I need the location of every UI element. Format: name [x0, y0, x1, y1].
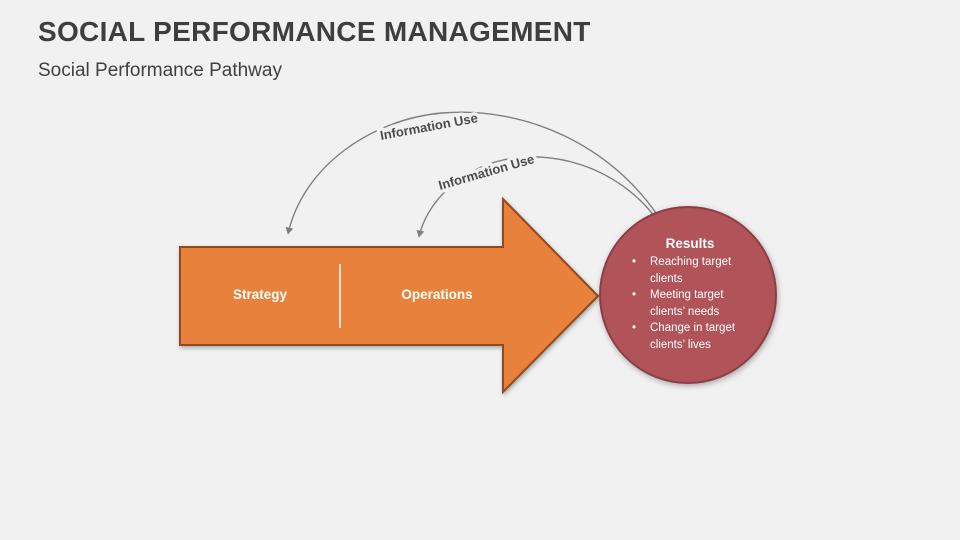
feedback-arc-outer [285, 111, 659, 235]
results-bullet-1: • Reaching target clients [629, 254, 751, 287]
results-bullet-2: • Meeting target clients’ needs [629, 287, 751, 320]
results-title: Results [665, 236, 715, 251]
results-bullet-3: • Change in target clients’ lives [629, 320, 751, 353]
slide-title: SOCIAL PERFORMANCE MANAGEMENT [38, 16, 591, 47]
segment-label-strategy: Strategy [232, 287, 288, 302]
results-text-block: Results • Reaching target clients • Meet… [629, 236, 751, 353]
results-circle-shape [599, 206, 777, 384]
bullet-marker: • [632, 256, 637, 268]
segment-label-operations: Operations [401, 287, 473, 302]
slide-subtitle: Social Performance Pathway [38, 60, 282, 81]
process-arrow-shape [179, 196, 600, 395]
bullet-text: Reaching target clients [650, 256, 732, 285]
bullet-text: Meeting target clients’ needs [650, 289, 724, 318]
bullet-marker: • [632, 289, 637, 301]
bullet-text: Change in target clients’ lives [650, 322, 736, 351]
feedback-arc-inner [416, 156, 661, 238]
information-use-label-inner: Information Use [437, 151, 536, 193]
bullet-marker: • [632, 322, 637, 334]
